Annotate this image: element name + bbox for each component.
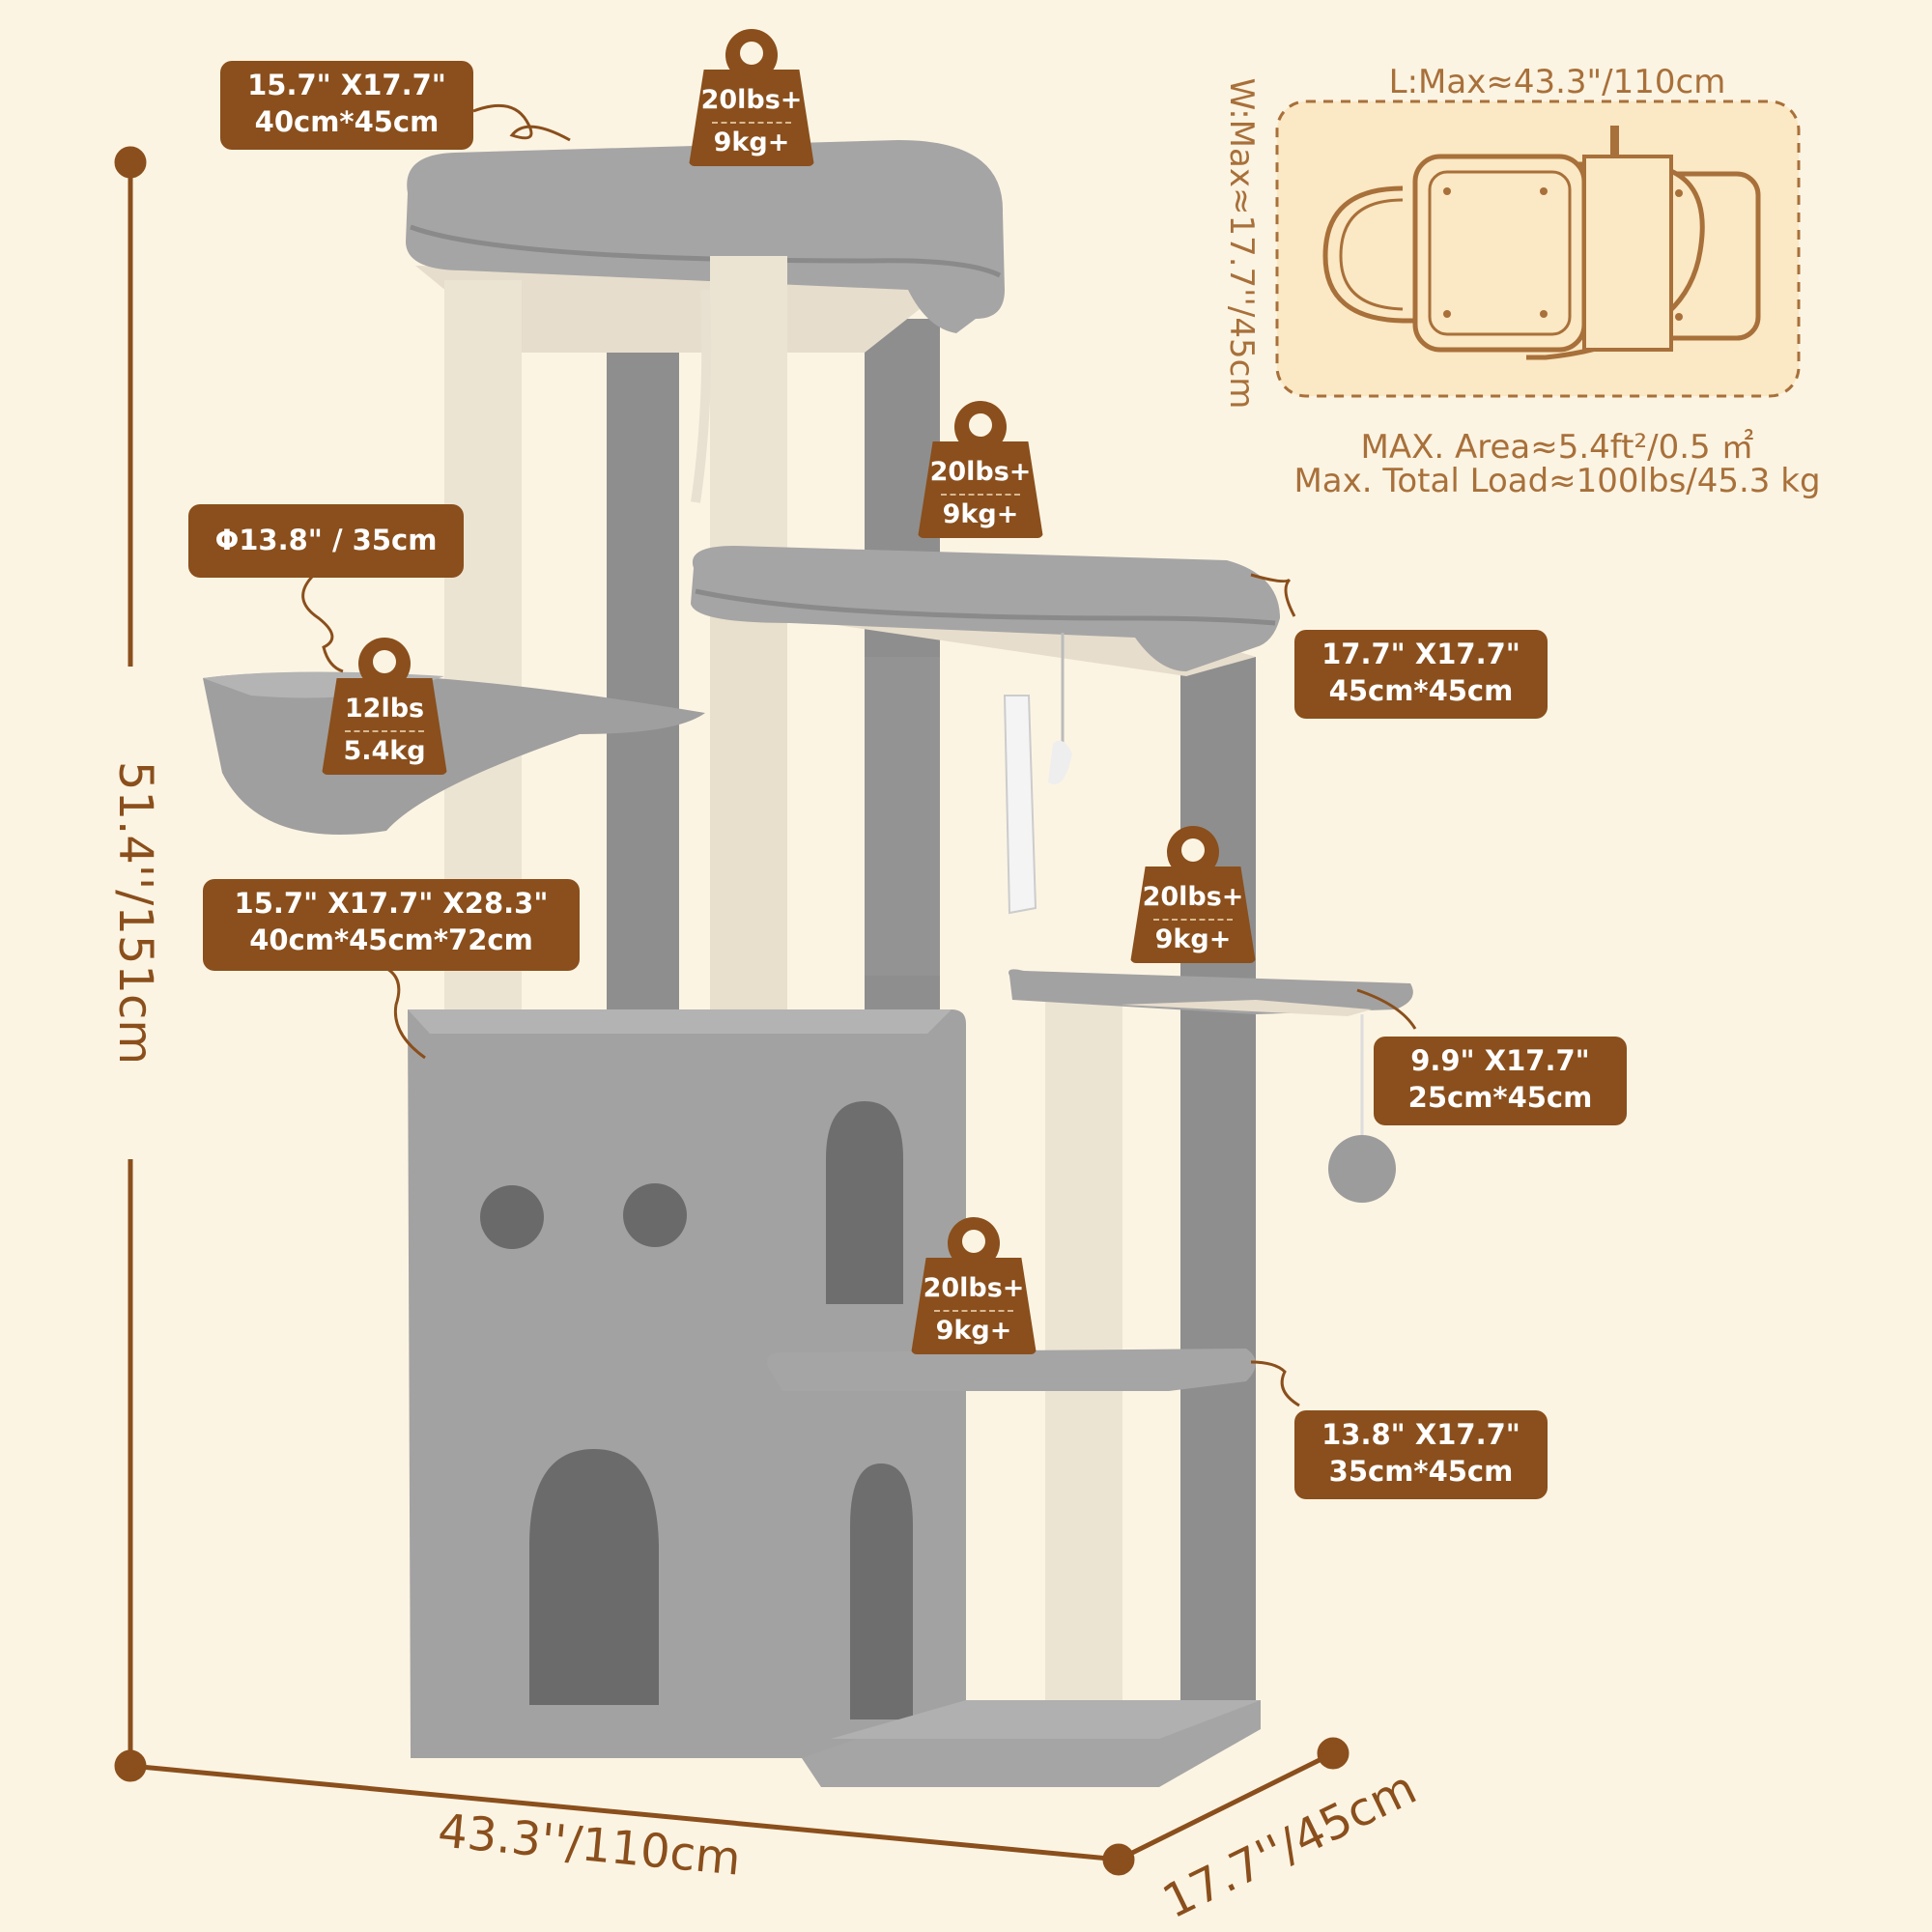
condo-size-label: 15.7" X17.7" X28.3" 40cm*45cm*72cm bbox=[203, 879, 580, 971]
top-perch-weight-lbs: 20lbs+ bbox=[700, 85, 803, 115]
width-dimension-line bbox=[1117, 1737, 1350, 1862]
condo-size-cm: 40cm*45cm*72cm bbox=[249, 923, 533, 956]
footprint-width-label: W:Max≈17.7''/45cm bbox=[1222, 77, 1261, 410]
top-perch-size-label: 15.7" X17.7" 40cm*45cm bbox=[220, 61, 473, 150]
hammock-weight-lbs: 12lbs bbox=[344, 694, 425, 724]
max-load-label: Max. Total Load≈100lbs/45.3 kg bbox=[1293, 462, 1821, 500]
small-platform-size-inch: 9.9" X17.7" bbox=[1410, 1044, 1590, 1077]
condo-size-inch: 15.7" X17.7" X28.3" bbox=[234, 887, 549, 920]
small-platform-weight-icon: 20lbs+ 9kg+ bbox=[1130, 826, 1256, 963]
hammock-size-label: Φ13.8" / 35cm bbox=[188, 504, 464, 578]
small-platform-size-cm: 25cm*45cm bbox=[1407, 1081, 1593, 1114]
top-perch-weight-icon: 20lbs+ 9kg+ bbox=[689, 29, 814, 166]
max-area-label: MAX. Area≈5.4ft²/0.5 ㎡ bbox=[1360, 428, 1754, 467]
height-label: 51.4''/151cm bbox=[108, 760, 162, 1065]
mid-platform-weight-lbs: 20lbs+ bbox=[929, 457, 1032, 487]
hammock-weight-kg: 5.4kg bbox=[343, 736, 426, 766]
top-perch-weight-kg: 9kg+ bbox=[713, 128, 790, 157]
hammock-weight-icon: 12lbs 5.4kg bbox=[322, 638, 447, 775]
mid-platform-weight-icon: 20lbs+ 9kg+ bbox=[918, 401, 1043, 538]
mid-platform-size-label: 17.7" X17.7" 45cm*45cm bbox=[1294, 630, 1548, 719]
low-platform-size-inch: 13.8" X17.7" bbox=[1321, 1418, 1520, 1451]
mid-platform-weight-kg: 9kg+ bbox=[942, 499, 1019, 529]
low-platform-weight-icon: 20lbs+ 9kg+ bbox=[911, 1217, 1037, 1354]
footprint-diagram bbox=[1275, 99, 1801, 398]
low-platform-weight-lbs: 20lbs+ bbox=[923, 1273, 1025, 1303]
top-perch-size-inch: 15.7" X17.7" bbox=[247, 69, 446, 101]
small-platform-size-label: 9.9" X17.7" 25cm*45cm bbox=[1374, 1037, 1627, 1125]
mid-platform-size-inch: 17.7" X17.7" bbox=[1321, 638, 1520, 670]
low-platform-size-label: 13.8" X17.7" 35cm*45cm bbox=[1294, 1410, 1548, 1499]
low-platform-weight-kg: 9kg+ bbox=[935, 1316, 1012, 1346]
cat-tree bbox=[203, 140, 1413, 1787]
small-platform-weight-lbs: 20lbs+ bbox=[1142, 882, 1244, 912]
footprint-length-label: L:Max≈43.3"/110cm bbox=[1388, 63, 1726, 101]
top-perch-size-cm: 40cm*45cm bbox=[254, 105, 440, 138]
mid-platform-size-cm: 45cm*45cm bbox=[1328, 674, 1514, 707]
hammock-size-text: Φ13.8" / 35cm bbox=[214, 524, 438, 556]
annotation-arrows bbox=[301, 103, 1417, 1407]
low-platform-size-cm: 35cm*45cm bbox=[1328, 1455, 1514, 1488]
small-platform-weight-kg: 9kg+ bbox=[1154, 924, 1232, 954]
